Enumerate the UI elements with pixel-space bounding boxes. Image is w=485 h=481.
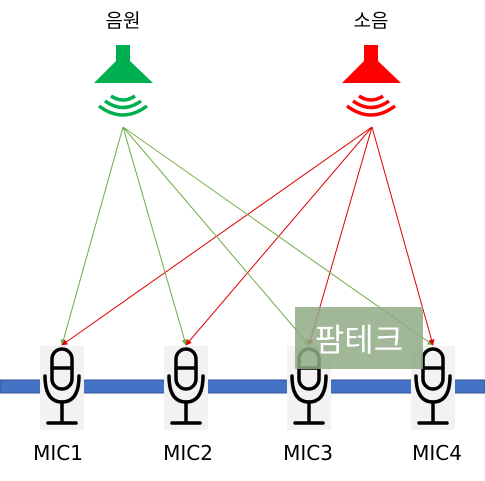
microphone-1: MIC1 — [33, 346, 84, 465]
signal-arrow-mic1 — [60, 126, 124, 346]
mic3-label: MIC3 — [283, 441, 333, 465]
mic2-label: MIC2 — [163, 441, 213, 465]
noise-arrow-mic2 — [185, 126, 373, 346]
noise-arrow-mic1 — [61, 126, 373, 346]
signal-arrow-mic2 — [122, 126, 188, 346]
mic1-label: MIC1 — [33, 441, 83, 465]
microphone-icon — [43, 347, 81, 425]
mic4-label: MIC4 — [412, 441, 462, 465]
microphone-icon — [167, 347, 205, 425]
microphone-2: MIC2 — [163, 346, 213, 465]
watermark-text: 팜테크 — [315, 321, 403, 359]
signal-arrow-mic3 — [122, 126, 310, 346]
watermark: 팜테크 — [295, 307, 423, 369]
signal-source-label: 음원 — [106, 10, 141, 32]
mic-array-bar — [0, 379, 485, 394]
noise-speaker-icon — [342, 45, 401, 117]
microphone-group: MIC1 MIC2 MIC3 MIC4 — [33, 346, 462, 465]
signal-speaker-icon — [94, 45, 153, 117]
noise-source-label: 소음 — [354, 10, 389, 32]
